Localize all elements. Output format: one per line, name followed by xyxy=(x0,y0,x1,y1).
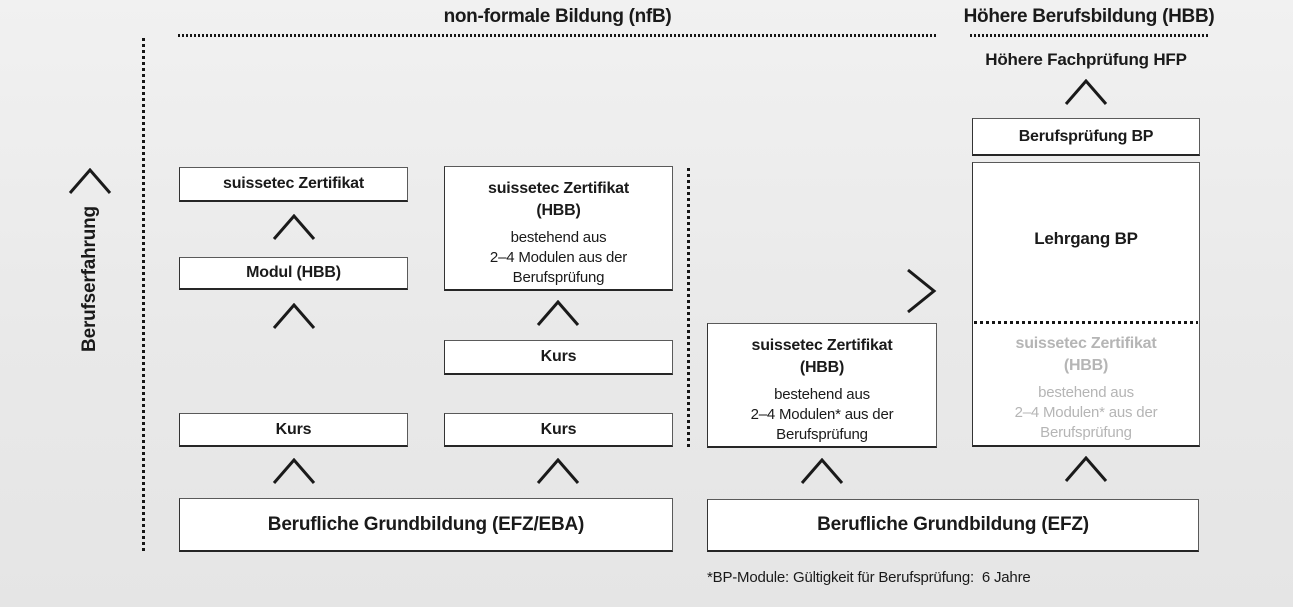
up-chevron-icon xyxy=(536,458,580,484)
cert-body-line: bestehend aus xyxy=(510,229,607,246)
cert-body-line: 2–4 Modulen* aus der xyxy=(1014,404,1158,421)
cert-body-line: bestehend aus xyxy=(774,386,870,403)
section-header-nfb: non-formale Bildung (nfB) xyxy=(443,6,672,27)
hbb-dotted-underline xyxy=(970,34,1208,37)
cert-title-line: (HBB) xyxy=(1063,357,1109,374)
node-label: Kurs xyxy=(540,348,577,365)
cert-body-line: Berufsprüfung xyxy=(1040,424,1132,441)
node-label: Modul (HBB) xyxy=(246,264,341,281)
cert-body-line: Berufsprüfung xyxy=(512,269,605,286)
cert-body-line: 2–4 Modulen aus der xyxy=(489,249,628,266)
node-grundbildung-efz-eba: Berufliche Grundbildung (EFZ/EBA) xyxy=(179,498,673,552)
inner-dotted-separator xyxy=(974,321,1198,324)
nfb-dotted-underline xyxy=(178,34,937,37)
up-chevron-icon xyxy=(272,458,316,484)
cert-body-line: bestehend aus xyxy=(1038,384,1134,401)
node-label: Lehrgang BP xyxy=(1034,229,1138,248)
right-chevron-icon xyxy=(907,268,937,314)
cert-title-line: (HBB) xyxy=(799,359,845,376)
node-kurs-col2-low: Kurs xyxy=(444,413,673,447)
cert-title-line: suissetec Zertifikat xyxy=(1015,335,1157,352)
experience-axis-dotted-line xyxy=(142,38,145,552)
cert-body-line: Berufsprüfung xyxy=(776,426,868,443)
node-grundbildung-efz: Berufliche Grundbildung (EFZ) xyxy=(707,499,1199,552)
footnote: *BP-Module: Gültigkeit für Berufsprüfung… xyxy=(707,569,1031,586)
up-chevron-icon xyxy=(536,300,580,326)
node-cert-hbb-nfb: suissetec Zertifikat (HBB) bestehend aus… xyxy=(444,166,673,291)
up-chevron-icon xyxy=(1064,456,1108,482)
cert-body-line: 2–4 Modulen* aus der xyxy=(750,406,894,423)
node-modul-hbb: Modul (HBB) xyxy=(179,257,408,290)
node-label: suissetec Zertifikat xyxy=(223,175,364,192)
up-chevron-icon xyxy=(1064,79,1108,105)
node-kurs-col2-mid: Kurs xyxy=(444,340,673,375)
up-chevron-icon xyxy=(800,458,844,484)
cert-title-line: suissetec Zertifikat xyxy=(751,337,893,354)
node-berufspruefung-bp: Berufsprüfung BP xyxy=(972,118,1200,156)
up-chevron-icon xyxy=(272,303,316,329)
cert-title-line: (HBB) xyxy=(536,202,581,219)
node-label: Berufliche Grundbildung (EFZ) xyxy=(817,514,1089,535)
node-lehrgang-bp: Lehrgang BP suissetec Zertifikat (HBB) b… xyxy=(972,162,1200,447)
node-cert-hbb-lehrgang: suissetec Zertifikat (HBB) bestehend aus… xyxy=(973,333,1199,443)
node-cert-hbb-efz: suissetec Zertifikat (HBB) bestehend aus… xyxy=(707,323,937,448)
node-label: Berufliche Grundbildung (EFZ/EBA) xyxy=(267,513,585,535)
node-label: Kurs xyxy=(275,420,312,438)
section-divider-dotted-line xyxy=(687,168,690,450)
up-chevron-icon xyxy=(68,168,112,194)
node-kurs-col1: Kurs xyxy=(179,413,408,447)
section-header-hbb: Höhere Berufsbildung (HBB) xyxy=(963,6,1215,27)
node-suissetec-zertifikat: suissetec Zertifikat xyxy=(179,167,408,202)
cert-title-line: suissetec Zertifikat xyxy=(488,180,629,197)
hfp-label: Höhere Fachprüfung HFP xyxy=(985,50,1187,69)
up-chevron-icon xyxy=(272,214,316,240)
node-label: Kurs xyxy=(540,420,577,438)
node-label: Berufsprüfung BP xyxy=(1018,127,1154,145)
experience-axis-label: Berufserfahrung xyxy=(79,206,100,352)
